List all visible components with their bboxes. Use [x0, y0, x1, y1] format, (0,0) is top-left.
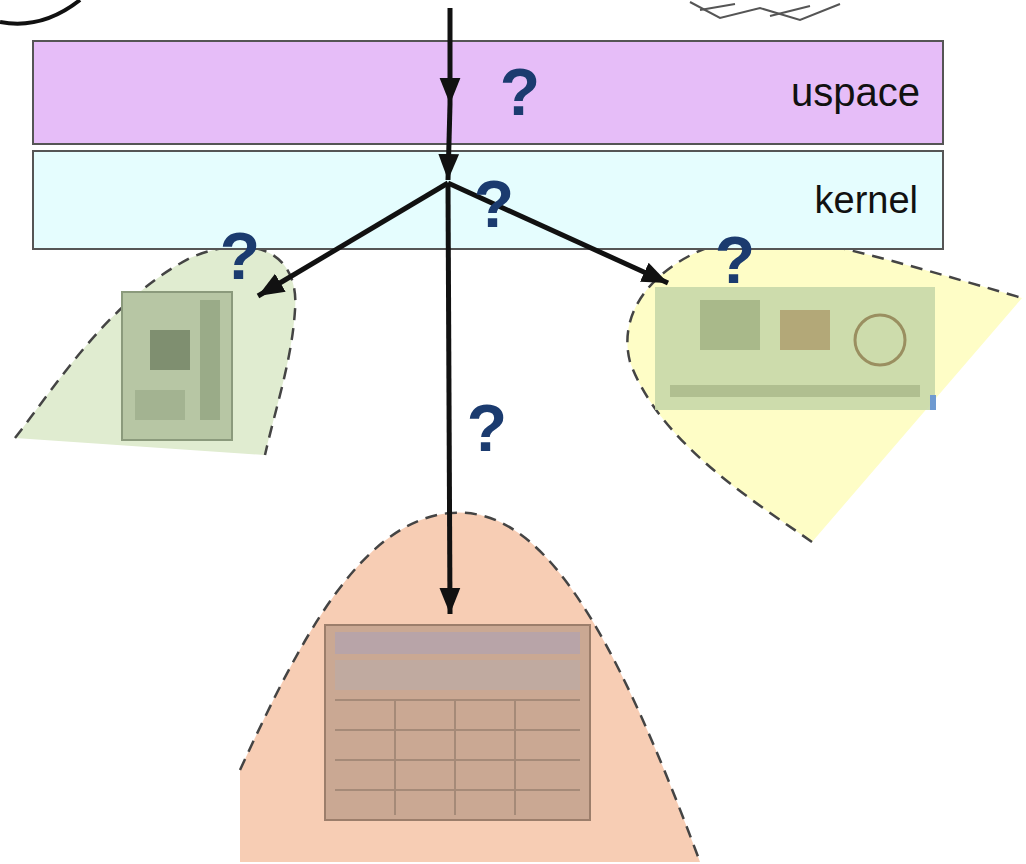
arrow	[258, 183, 448, 296]
layer-band: uspace	[32, 40, 944, 145]
partial-sketch	[690, 2, 840, 20]
arrow	[448, 183, 450, 614]
layer-name: uspace	[791, 70, 920, 115]
arrow	[448, 104, 450, 180]
layer-name: kernel	[815, 179, 919, 222]
question-mark: ?	[500, 59, 540, 125]
orange-region	[240, 513, 700, 862]
arrow	[448, 8, 453, 104]
question-mark: ?	[715, 227, 755, 293]
yellow-region	[627, 236, 1022, 542]
question-mark: ?	[467, 395, 507, 461]
partial-circle	[0, 0, 80, 24]
question-mark: ?	[220, 223, 260, 289]
question-mark: ?	[474, 171, 514, 237]
